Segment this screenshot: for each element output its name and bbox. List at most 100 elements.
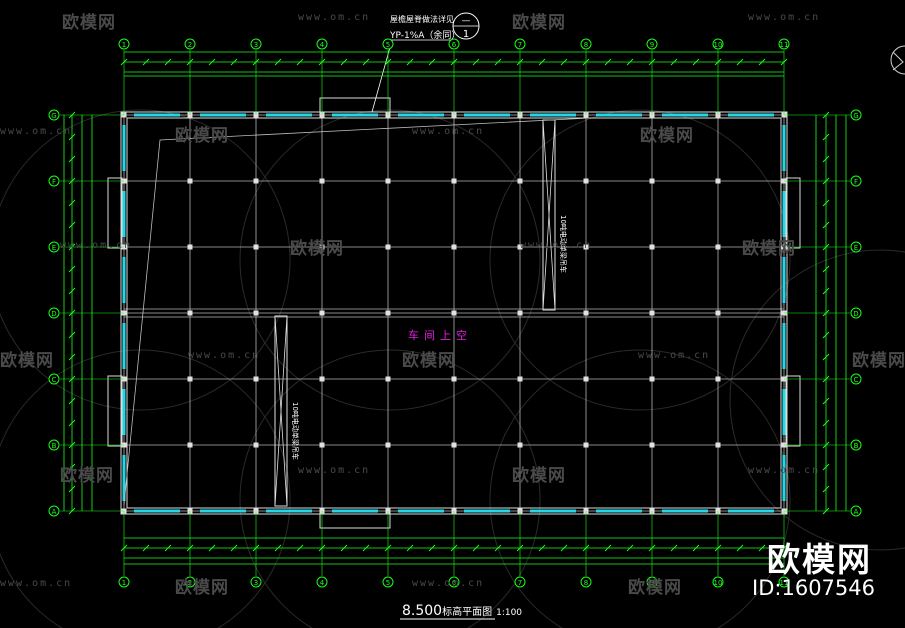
axis-bubble xyxy=(850,175,862,187)
dimension-tick xyxy=(472,58,480,66)
column xyxy=(715,244,721,250)
dimension-tick xyxy=(68,155,76,163)
dimension-tick xyxy=(822,199,830,207)
column xyxy=(649,310,655,316)
axis-label-row: B xyxy=(854,442,859,450)
watermark-url: www.om.cn xyxy=(298,12,371,23)
dimension-tick xyxy=(560,544,568,552)
column xyxy=(385,178,391,184)
watermark-logo: 欧模网 xyxy=(742,234,796,259)
watermark-logo: 欧模网 xyxy=(290,234,344,259)
column xyxy=(319,178,325,184)
axis-label-column: 5 xyxy=(386,41,390,49)
axis-label-row: C xyxy=(854,376,859,384)
column xyxy=(517,442,523,448)
axis-bubble xyxy=(118,38,130,50)
watermark-logo: 欧模网 xyxy=(402,346,456,371)
watermark-url: www.om.cn xyxy=(638,350,711,361)
watermark-logo: 欧模网 xyxy=(0,346,54,371)
watermark-brand: 欧模网 xyxy=(175,126,229,146)
crane-label: 10吨电动单梁吊车 xyxy=(559,215,568,273)
axis-bubble xyxy=(48,175,60,187)
axis-label-column: 7 xyxy=(518,579,522,587)
axis-bubble xyxy=(850,109,862,121)
column xyxy=(451,376,457,382)
watermark-brand: 欧模网 xyxy=(628,578,682,598)
dimension-tick xyxy=(164,58,172,66)
column xyxy=(451,244,457,250)
column xyxy=(187,442,193,448)
column xyxy=(319,244,325,250)
axis-label-column: 6 xyxy=(452,579,457,587)
dimension-tick xyxy=(822,155,830,163)
column xyxy=(583,310,589,316)
axis-bubble xyxy=(850,241,862,253)
column xyxy=(451,442,457,448)
axis-label-row: B xyxy=(52,442,57,450)
dimension-tick xyxy=(208,544,216,552)
axis-label-row: A xyxy=(52,508,57,516)
watermark-logo: 欧模网 xyxy=(640,121,694,146)
column xyxy=(583,442,589,448)
eave-note-line2: YP-1%A（余同） xyxy=(390,31,461,41)
column xyxy=(517,178,523,184)
watermark-arc xyxy=(489,349,791,628)
axis-bubble xyxy=(48,439,60,451)
column xyxy=(649,244,655,250)
watermark-url: www.om.cn xyxy=(748,12,821,23)
column xyxy=(253,178,259,184)
axis-bubble xyxy=(118,576,130,588)
axis-bubble xyxy=(580,576,592,588)
column xyxy=(187,244,193,250)
dimension-tick xyxy=(164,544,172,552)
axis-bubble xyxy=(850,439,862,451)
side-door xyxy=(785,375,801,447)
axis-label-row: D xyxy=(51,310,56,318)
watermark-arc xyxy=(489,109,791,411)
column xyxy=(319,376,325,382)
axis-bubble xyxy=(48,373,60,385)
dimension-tick xyxy=(626,58,634,66)
axis-label-column: 5 xyxy=(386,579,390,587)
watermark-url: www.om.cn xyxy=(748,465,821,476)
dimension-tick xyxy=(68,331,76,339)
watermark-arc xyxy=(0,109,291,411)
watermark-arc xyxy=(239,109,541,411)
column xyxy=(253,310,259,316)
axis-label-column: 6 xyxy=(452,41,457,49)
side-door xyxy=(107,375,123,447)
dimension-tick xyxy=(626,544,634,552)
axis-label-row: F xyxy=(52,178,56,186)
axis-label-row: G xyxy=(853,112,858,120)
axis-label-column: 11 xyxy=(780,579,789,587)
watermark-url: www.om.cn xyxy=(0,126,73,137)
watermark-logo: 欧模网 xyxy=(175,121,229,146)
watermark-brand: 欧模网 xyxy=(402,351,456,371)
side-door xyxy=(107,177,123,249)
dimension-tick xyxy=(822,485,830,493)
column xyxy=(649,376,655,382)
dimension-tick xyxy=(758,58,766,66)
column xyxy=(253,442,259,448)
dimension-tick xyxy=(692,544,700,552)
column xyxy=(187,376,193,382)
dimension-tick xyxy=(428,544,436,552)
axis-bubble xyxy=(580,38,592,50)
dimension-tick xyxy=(274,544,282,552)
inner-wall xyxy=(126,117,782,509)
axis-label-row: G xyxy=(51,112,56,120)
column xyxy=(385,310,391,316)
crane-beam-diagonal xyxy=(274,315,288,507)
column xyxy=(649,442,655,448)
watermark-logo: 欧模网 xyxy=(60,461,114,486)
column xyxy=(517,244,523,250)
column xyxy=(385,244,391,250)
axis-label-column: 9 xyxy=(650,41,654,49)
dimension-tick xyxy=(296,58,304,66)
axis-label-column: 11 xyxy=(780,41,789,49)
column xyxy=(385,376,391,382)
axis-label-column: 4 xyxy=(320,41,325,49)
dimension-tick xyxy=(142,544,150,552)
axis-bubble xyxy=(850,307,862,319)
